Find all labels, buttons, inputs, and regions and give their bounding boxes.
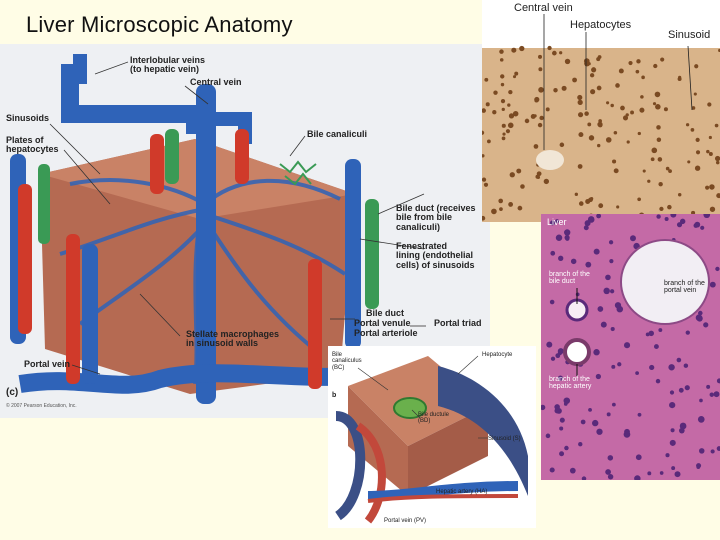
micro1-label-hepatocytes: Hepatocytes — [570, 19, 632, 31]
label-stellate-macrophages: Stellate macrophages in sinusoid walls — [186, 329, 280, 349]
label-central-vein: Central vein — [190, 77, 242, 87]
label-portal-arteriole: Portal arteriole — [354, 328, 418, 338]
label-bile-canaliculi: Bile canaliculi — [307, 129, 368, 139]
label-bile-duct: Bile duct — [366, 308, 405, 318]
liver-lobule-diagram — [0, 44, 490, 418]
label-bile-duct-receives: Bile duct (receives bile from bile canal… — [396, 203, 476, 232]
label-interlobular-veins: Interlobular veins (to hepatic vein) — [130, 55, 206, 75]
hepatocyte-micrograph — [482, 0, 720, 222]
label-sinusoids: Sinusoids — [6, 113, 50, 123]
copyright: © 2007 Pearson Education, Inc. — [6, 403, 77, 409]
micro2-title: Liver — [547, 217, 567, 227]
lower-label-bile-canaliculus: Bile canaliculus (BC) — [332, 352, 362, 371]
label-portal-venule: Portal venule — [354, 318, 411, 328]
lower-label-hepatocyte: Hepatocyte — [482, 352, 513, 358]
label-fenestrated-lining: Fenestrated lining (endothelial cells) o… — [396, 241, 475, 270]
lower-panel-letter: b — [332, 392, 337, 399]
micro1-label-sinusoid: Sinusoid — [668, 29, 711, 41]
portal-triad-micrograph — [541, 214, 720, 480]
panel-letter-c: (c) — [6, 387, 19, 398]
micro2-label-hepatic-artery: branch of the hepatic artery — [549, 376, 592, 391]
lower-label-bile-ductule: Bile ductule (BD) — [418, 412, 450, 425]
micro1-label-central-vein: Central vein — [514, 2, 573, 14]
lower-label-hepatic-artery: Hepatic artery (HA) — [436, 489, 488, 495]
label-plates-of-hepatocytes: Plates of hepatocytes — [6, 135, 59, 155]
label-portal-vein: Portal vein — [24, 359, 71, 369]
lower-label-sinusoid: Sinusoid (S) — [488, 436, 521, 442]
micro2-label-portal-vein: branch of the portal vein — [664, 280, 705, 295]
label-portal-triad: Portal triad — [434, 318, 482, 328]
portal-triad-3d-diagram — [328, 346, 536, 528]
page-title: Liver Microscopic Anatomy — [26, 12, 293, 37]
micro2-label-bile-duct: branch of the bile duct — [549, 271, 590, 286]
lower-label-portal-vein: Portal vein (PV) — [384, 518, 427, 524]
